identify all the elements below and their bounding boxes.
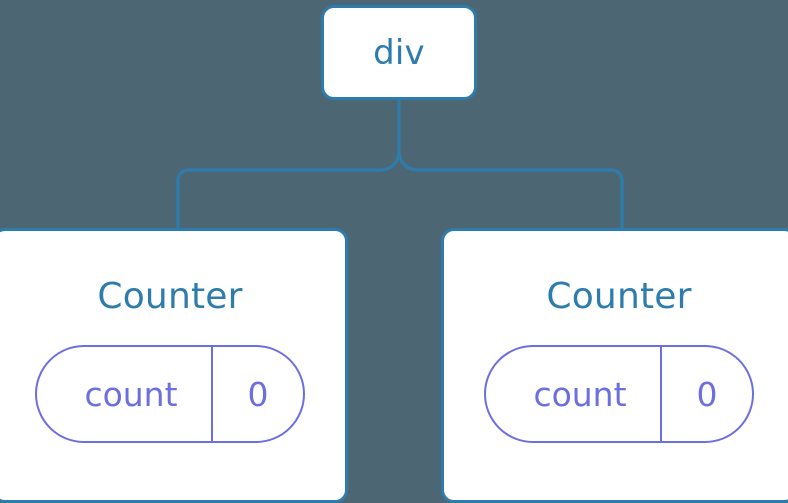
node-counter-left[interactable]: Counter count 0 — [0, 228, 348, 503]
component-title: Counter — [546, 276, 692, 317]
node-div[interactable]: div — [321, 5, 477, 100]
node-counter-right[interactable]: Counter count 0 — [441, 228, 788, 503]
state-value: 0 — [660, 347, 752, 441]
state-pill[interactable]: count 0 — [484, 345, 754, 443]
state-key-label: count — [533, 374, 627, 414]
state-pill[interactable]: count 0 — [35, 345, 305, 443]
component-title: Counter — [97, 276, 243, 317]
node-div-label: div — [373, 32, 425, 73]
state-value: 0 — [211, 347, 303, 441]
state-key-label: count — [84, 374, 178, 414]
